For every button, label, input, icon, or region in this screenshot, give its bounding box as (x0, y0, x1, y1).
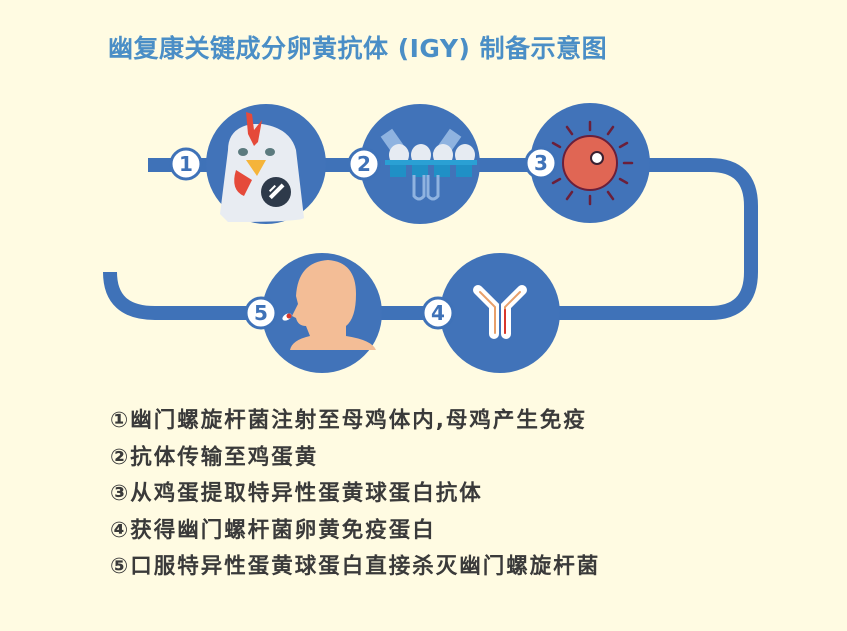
step-description-4: ④获得幽门螺杆菌卵黄免疫蛋白 (110, 517, 436, 543)
step-badge-3: 3 (524, 146, 558, 180)
svg-text:1: 1 (179, 152, 193, 176)
step-description-3: ③从鸡蛋提取特异性蛋黄球蛋白抗体 (110, 481, 483, 506)
syringe-badge-icon (261, 177, 291, 207)
step-5-node (262, 253, 382, 373)
flow-track (103, 158, 758, 320)
step-badge-2: 2 (347, 147, 381, 181)
svg-text:4: 4 (431, 301, 445, 325)
steps-list: ①幽门螺旋杆菌注射至母鸡体内,母鸡产生免疫 ②抗体传输至鸡蛋黄 ③从鸡蛋提取特异… (110, 404, 600, 587)
svg-text:5: 5 (254, 301, 268, 325)
step-2-node (360, 104, 480, 224)
egg-tray-icon (380, 128, 477, 201)
bacteria-yolk-icon (546, 120, 634, 206)
step-description-5: ⑤口服特异性蛋黄球蛋白直接杀灭幽门螺旋杆菌 (110, 554, 601, 579)
step-1-node (206, 104, 326, 224)
pill-icon (282, 313, 292, 321)
step-3-node (530, 103, 650, 223)
process-flow-diagram: 1 2 3 4 5 (103, 103, 758, 373)
step-description-1: ①幽门螺旋杆菌注射至母鸡体内,母鸡产生免疫 (110, 408, 587, 433)
svg-text:3: 3 (534, 151, 548, 175)
step-4-node (440, 253, 560, 373)
step-badge-1: 1 (169, 147, 203, 181)
step-badge-5: 5 (244, 296, 278, 330)
step-badge-4: 4 (421, 296, 455, 330)
antibody-icon (473, 285, 527, 339)
step-description-2: ②抗体传输至鸡蛋黄 (110, 444, 319, 470)
svg-text:2: 2 (357, 152, 371, 176)
diagram-title: 幽复康关键成分卵黄抗体 (IGY) 制备示意图 (108, 34, 608, 63)
human-head-icon (290, 260, 376, 350)
